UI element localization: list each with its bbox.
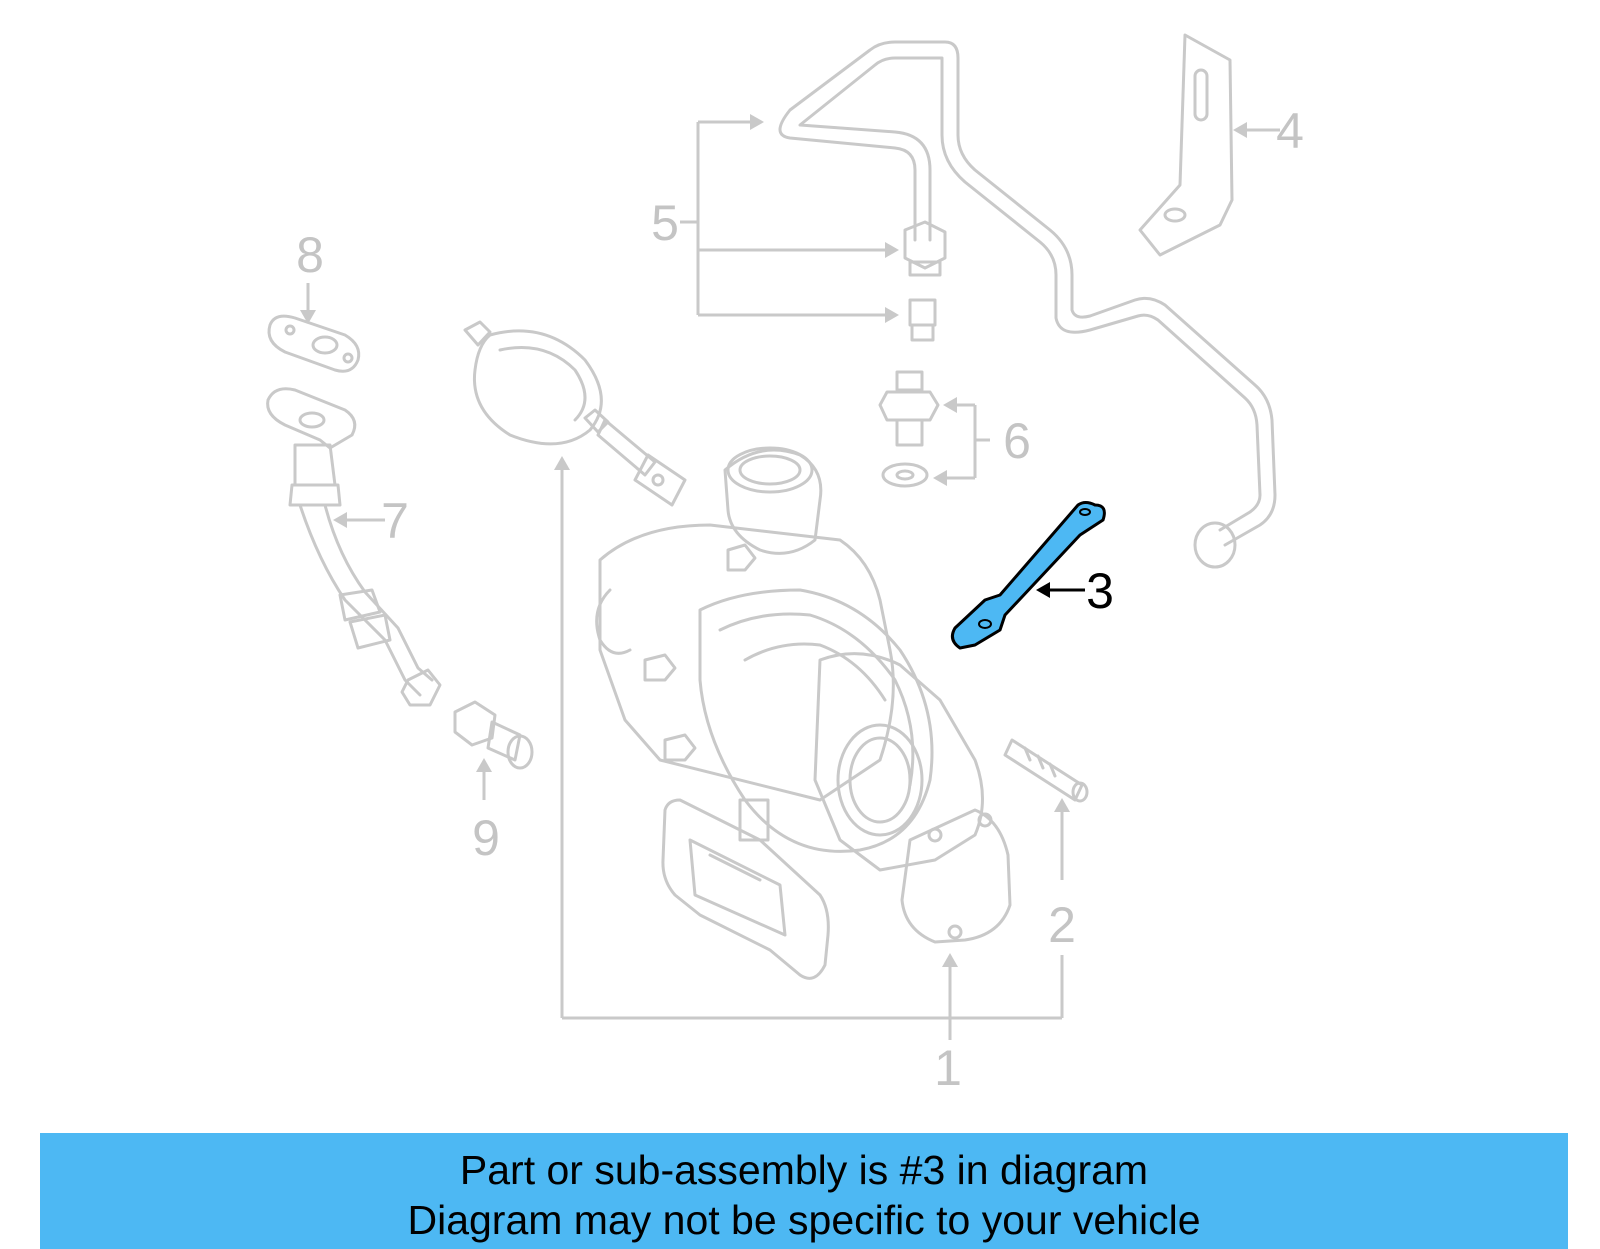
parts-diagram: 1 2 3 4 5 6 7 8 9	[266, 33, 1304, 1096]
callout-9[interactable]: 9	[472, 810, 500, 866]
part-8-gasket	[267, 314, 361, 373]
part-6-union-bolt	[878, 370, 940, 488]
banner-line-disclaimer: Diagram may not be specific to your vehi…	[407, 1197, 1201, 1243]
callout-8[interactable]: 8	[296, 227, 324, 283]
part-4-bracket	[1138, 33, 1234, 257]
callout-3[interactable]: 3	[1086, 563, 1114, 619]
callout-2[interactable]: 2	[1048, 897, 1076, 953]
part-7-oil-pipe	[266, 387, 442, 707]
part-2-stud	[1003, 738, 1089, 803]
part-3-bracket-highlighted[interactable]	[950, 501, 1106, 650]
leader-lines	[300, 114, 1280, 1040]
part-9-fitting	[453, 700, 534, 770]
callout-7[interactable]: 7	[381, 493, 409, 549]
callout-6[interactable]: 6	[1003, 413, 1031, 469]
callout-5[interactable]: 5	[651, 195, 679, 251]
callout-labels: 1 2 3 4 5 6 7 8 9	[296, 103, 1304, 1096]
part-5-oil-pipe	[778, 40, 1277, 569]
info-banner: Part or sub-assembly is #3 in diagram Di…	[40, 1133, 1568, 1249]
banner-line-part: Part or sub-assembly is #3 in diagram	[459, 1147, 1149, 1193]
callout-1[interactable]: 1	[934, 1040, 962, 1096]
wastegate-actuator	[463, 320, 687, 507]
part-1-turbocharger	[595, 446, 1012, 980]
callout-4[interactable]: 4	[1276, 103, 1304, 159]
